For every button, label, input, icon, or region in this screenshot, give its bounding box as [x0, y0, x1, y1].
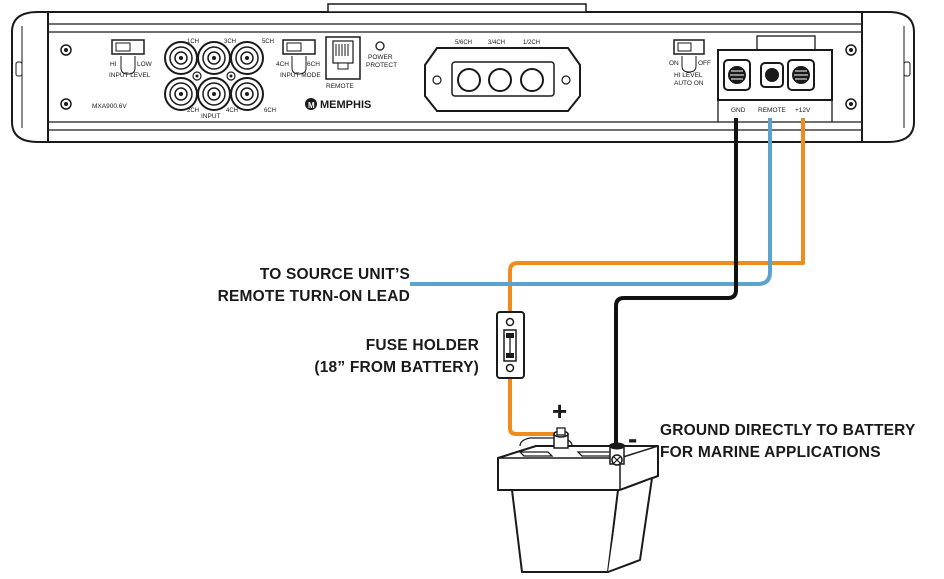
source-callout-line2: REMOTE TURN-ON LEAD — [218, 288, 410, 305]
power-terminal-block: GND REMOTE +12V — [717, 35, 833, 122]
model-label: MXA900.6V — [92, 103, 127, 110]
amplifier: HI LOW INPUT LEVEL 1CH 3CH 5CH 2CH 4CH 6… — [11, 3, 915, 143]
hi-level-on-label: ON — [669, 60, 679, 67]
input-6ch-label: 6CH — [264, 108, 276, 114]
input-level-label: INPUT LEVEL — [109, 72, 151, 79]
ground-callout-line1: GROUND DIRECTLY TO BATTERY — [660, 422, 916, 439]
amp-left-endcap — [11, 11, 49, 143]
input-2ch-label: 2CH — [187, 108, 199, 114]
negative-terminal-icon — [609, 442, 625, 466]
rca-jack-icon[interactable] — [230, 41, 264, 75]
rca-jack-icon[interactable] — [164, 41, 198, 75]
positive-terminal-icon — [553, 427, 569, 449]
input-3ch-label: 3CH — [224, 39, 236, 45]
battery-negative-sign: - — [628, 423, 637, 454]
battery-positive-sign: + — [552, 396, 567, 426]
gnd-terminal-icon[interactable] — [723, 59, 751, 91]
input-mode-switch[interactable]: 4CH 6CH INPUT MODE — [276, 39, 321, 79]
speaker-12ch-label: 1/2CH — [523, 40, 540, 46]
input-level-low-label: LOW — [137, 61, 153, 68]
input-5ch-label: 5CH — [262, 39, 274, 45]
source-callout-line1: TO SOURCE UNIT’S — [260, 266, 410, 283]
hi-level-line1: HI LEVEL — [674, 72, 703, 79]
power-wire — [508, 118, 805, 312]
input-4ch-label: 4CH — [226, 108, 238, 114]
input-mode-4ch-label: 4CH — [276, 61, 289, 68]
memphis-logo: M MEMPHIS — [305, 98, 371, 111]
fuse-callout-line2: (18” FROM BATTERY) — [314, 359, 479, 376]
gnd-label: GND — [731, 107, 746, 114]
power-protect-line1: POWER — [368, 54, 393, 61]
svg-text:M: M — [308, 101, 315, 110]
screw-icon — [60, 44, 857, 110]
speaker-56ch-label: 5/6CH — [455, 40, 472, 46]
input-level-switch[interactable]: HI LOW INPUT LEVEL — [109, 39, 153, 79]
input-mode-label: INPUT MODE — [280, 72, 321, 79]
remote-wire — [410, 118, 772, 286]
rca-jack-icon[interactable] — [197, 41, 231, 75]
hi-level-off-label: OFF — [698, 60, 711, 67]
remote-port[interactable]: REMOTE — [325, 36, 361, 90]
input-1ch-label: 1CH — [187, 39, 199, 45]
input-level-hi-label: HI — [110, 61, 117, 68]
rca-jack-icon[interactable] — [164, 77, 198, 111]
rca-inputs: 1CH 3CH 5CH 2CH 4CH 6CH INPUT — [164, 39, 276, 120]
input-label: INPUT — [201, 113, 221, 120]
rca-jack-icon[interactable] — [230, 77, 264, 111]
power-wire-to-battery — [508, 378, 559, 436]
plus12v-label: +12V — [795, 107, 811, 114]
remote-port-label: REMOTE — [326, 83, 354, 90]
speaker-34ch-label: 3/4CH — [488, 40, 505, 46]
hi-level-auto-on-switch[interactable]: ON OFF HI LEVEL AUTO ON — [669, 39, 711, 87]
remote-terminal-icon[interactable] — [760, 62, 784, 88]
power-protect-line2: PROTECT — [366, 62, 397, 69]
amp-right-endcap — [861, 11, 915, 143]
fuse-callout-line1: FUSE HOLDER — [366, 337, 479, 354]
ground-callout-line2: FOR MARINE APPLICATIONS — [660, 444, 881, 461]
hi-level-line2: AUTO ON — [674, 80, 704, 87]
ground-wire — [614, 118, 738, 445]
input-mode-6ch-label: 6CH — [307, 61, 320, 68]
battery: + - — [497, 396, 659, 573]
fuse-holder — [496, 311, 525, 379]
speaker-output-connector[interactable]: 5/6CH 3/4CH 1/2CH — [424, 40, 581, 112]
brand-label: MEMPHIS — [320, 99, 371, 111]
plus12v-terminal-icon[interactable] — [787, 59, 815, 91]
rca-jack-icon[interactable] — [197, 77, 231, 111]
power-protect-led: POWER PROTECT — [366, 41, 397, 69]
remote-terminal-label: REMOTE — [758, 107, 786, 114]
